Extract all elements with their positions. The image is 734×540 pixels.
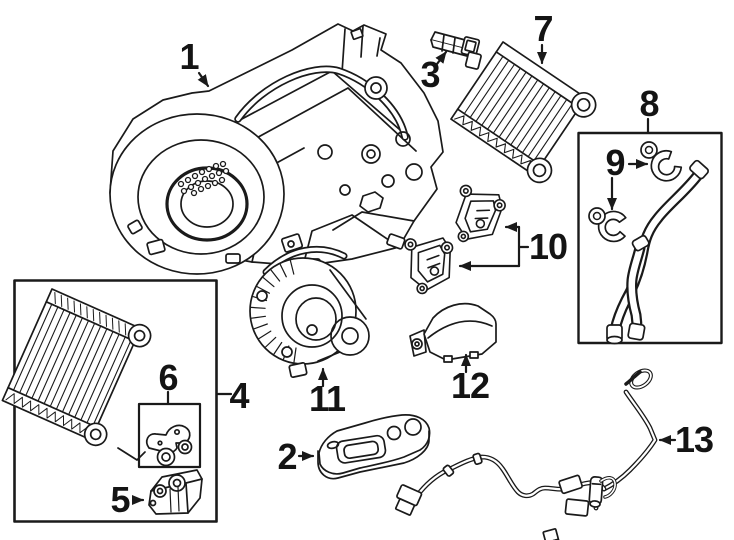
callout-5[interactable]: 5 — [110, 479, 130, 520]
callout-2[interactable]: 2 — [277, 436, 297, 477]
hose-retainer-clips — [588, 141, 686, 246]
callout-4[interactable]: 4 — [229, 375, 249, 416]
callout-7[interactable]: 7 — [533, 8, 553, 49]
evaporator-support-leg — [117, 447, 146, 461]
seal-kit-box — [137, 402, 202, 469]
heater-core — [450, 41, 597, 184]
callout-8[interactable]: 8 — [639, 83, 659, 124]
heater-hose-assembly — [606, 159, 709, 345]
wiring-harness — [394, 368, 658, 540]
blower-inlet-perforations — [177, 160, 230, 197]
callout-13[interactable]: 13 — [674, 419, 714, 460]
seal-kit-contents — [146, 424, 193, 467]
callout-1[interactable]: 1 — [179, 36, 199, 77]
expansion-valve — [148, 469, 203, 515]
callout-10[interactable]: 10 — [528, 226, 568, 267]
callout-6[interactable]: 6 — [158, 357, 178, 398]
callout-12[interactable]: 12 — [450, 365, 490, 406]
control-module — [409, 302, 497, 363]
hose-assembly-box — [577, 131, 723, 345]
blower-motor — [249, 233, 370, 379]
callout-3[interactable]: 3 — [420, 54, 440, 95]
callout-leader-lines — [131, 43, 677, 505]
callout-9[interactable]: 9 — [605, 142, 625, 183]
evaporator-core — [1, 288, 152, 447]
callout-11[interactable]: 11 — [308, 378, 346, 419]
mounting-bracket — [317, 414, 431, 480]
temperature-sensor — [430, 31, 482, 70]
hvac-unit-assembly — [109, 23, 444, 275]
